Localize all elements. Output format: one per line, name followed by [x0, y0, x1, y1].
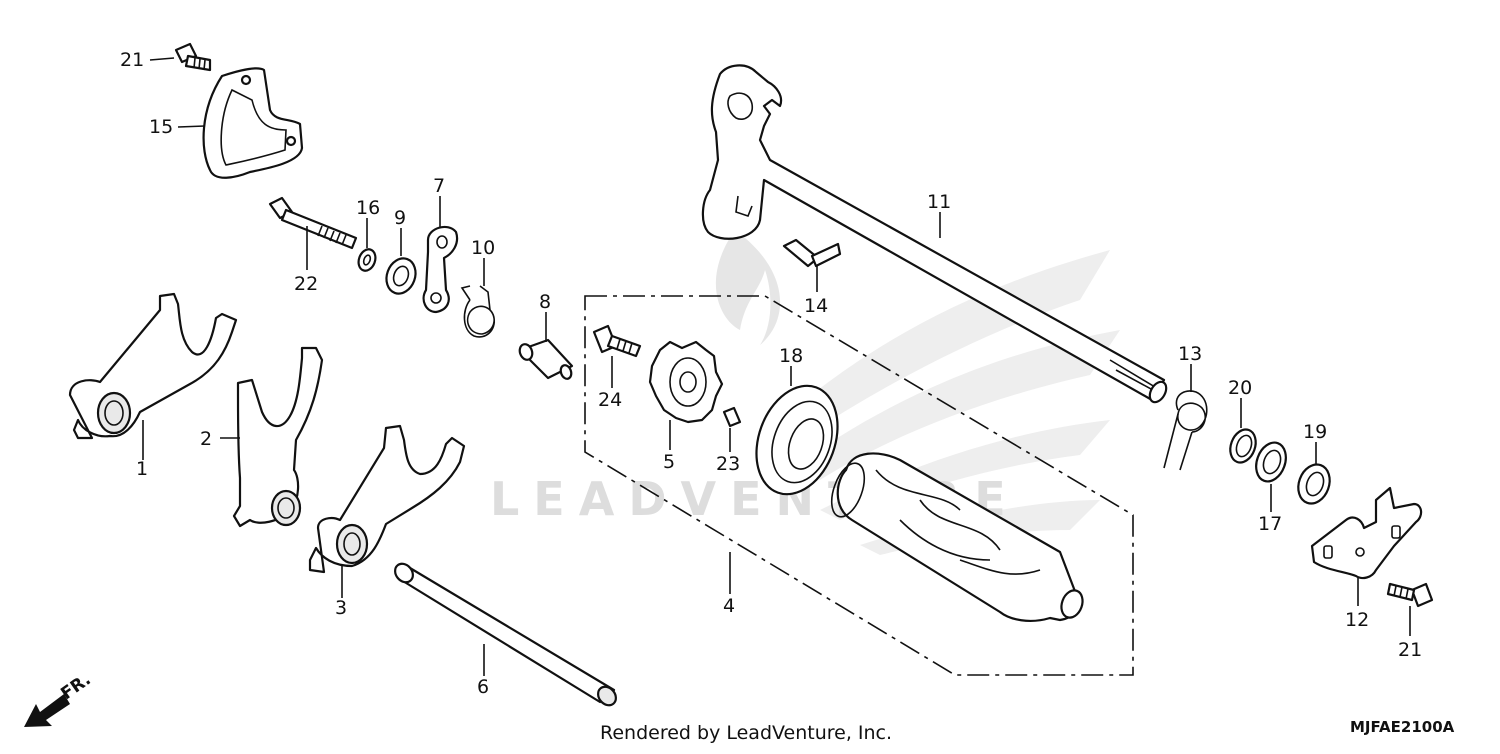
- part-3-shift-fork: [308, 424, 466, 574]
- label-12: 12: [1345, 609, 1369, 631]
- label-14: 14: [804, 295, 828, 317]
- part-9-washer: [385, 257, 417, 295]
- label-20: 20: [1228, 377, 1252, 399]
- label-7: 7: [433, 175, 445, 197]
- callouts: 21 15 22 16 9 7 10 8 1 2 3 6 24 5 23 18 …: [120, 49, 1422, 698]
- label-9: 9: [394, 207, 406, 229]
- part-16-washer: [357, 248, 377, 272]
- part-11-shift-spindle: [701, 64, 1168, 404]
- part-7-stopper-arm: [422, 225, 459, 314]
- part-12-plate: [1310, 486, 1423, 580]
- part-22-long-bolt: [268, 196, 358, 250]
- label-13: 13: [1178, 343, 1202, 365]
- leader-15: [177, 125, 206, 128]
- part-20-snap-ring: [1229, 428, 1257, 464]
- credit-text: Rendered by LeadVenture, Inc.: [600, 722, 892, 744]
- part-1-shift-fork: [68, 292, 238, 440]
- part-18-bearing: [755, 384, 839, 496]
- watermark: LEADVENTURE: [490, 230, 1120, 555]
- part-21-bolt-bottom: [1386, 582, 1434, 608]
- part-17-washer: [1255, 441, 1287, 483]
- label-8: 8: [539, 291, 551, 313]
- part-23-dowel-pin: [722, 406, 742, 428]
- part-24-bolt: [592, 324, 642, 358]
- diagram-code: MJFAE2100A: [1350, 718, 1455, 736]
- label-3: 3: [335, 597, 347, 619]
- arrow-icon: [24, 694, 70, 727]
- label-1: 1: [136, 458, 148, 480]
- part-10-spring: [460, 285, 496, 338]
- part-13-return-spring: [1163, 390, 1208, 471]
- leader-21a: [149, 57, 175, 61]
- part-2-shift-fork: [232, 346, 324, 528]
- label-23: 23: [716, 453, 740, 475]
- label-22: 22: [294, 273, 318, 295]
- label-21-bottom: 21: [1398, 639, 1422, 661]
- front-direction-arrow: FR.: [24, 670, 95, 727]
- assembly-outline-4: [584, 295, 1134, 676]
- label-16: 16: [356, 197, 380, 219]
- label-24: 24: [598, 389, 622, 411]
- part-8-pin: [518, 338, 574, 380]
- label-19: 19: [1303, 421, 1327, 443]
- part-4-shift-drum: [830, 452, 1084, 622]
- label-6: 6: [477, 676, 489, 698]
- part-14-pin: [782, 238, 842, 268]
- flame-watermark: [715, 230, 781, 345]
- label-17: 17: [1258, 513, 1282, 535]
- part-15-bracket: [202, 67, 304, 179]
- label-2: 2: [200, 428, 212, 450]
- label-5: 5: [663, 451, 675, 473]
- label-10: 10: [471, 237, 495, 259]
- label-21-top: 21: [120, 49, 144, 71]
- label-11: 11: [927, 191, 951, 213]
- label-4: 4: [723, 595, 735, 617]
- part-21-bolt-top: [174, 42, 212, 72]
- part-6-fork-shaft: [394, 562, 617, 707]
- part-19-oil-seal: [1297, 463, 1331, 505]
- part-5-drum-center: [648, 340, 724, 424]
- label-18: 18: [779, 345, 803, 367]
- label-15: 15: [149, 116, 173, 138]
